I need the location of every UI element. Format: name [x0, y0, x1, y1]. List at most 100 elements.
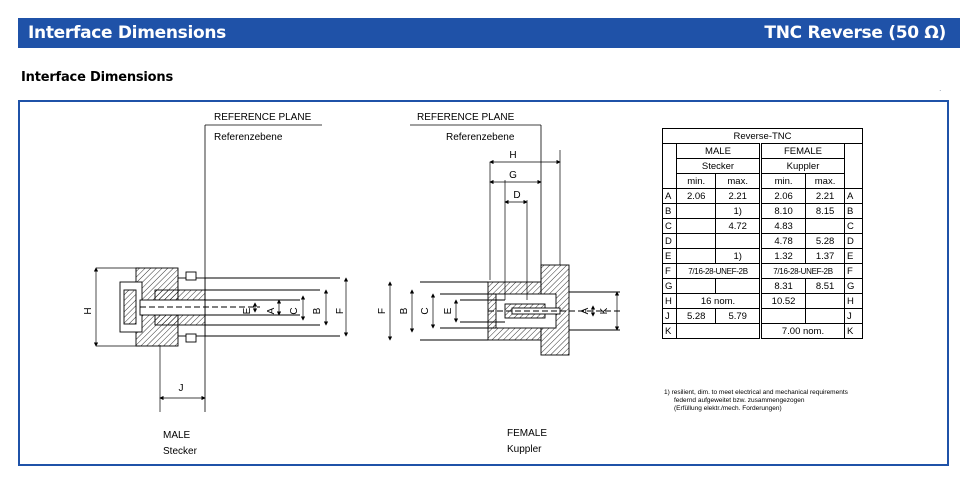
female-dim-f: F — [377, 308, 388, 314]
table-cell: E — [662, 248, 677, 264]
table-gender-sub-row: Stecker Kuppler — [663, 158, 863, 174]
table-cell: D — [662, 233, 677, 249]
table-cell: 2.06 — [759, 188, 807, 204]
table-cell: H — [844, 293, 863, 309]
table-max-label: max. — [805, 173, 845, 189]
table-cell: J — [844, 308, 863, 324]
table-cell: 1.32 — [759, 248, 807, 264]
dimensions-table: Reverse-TNC MALE FEMALE Stecker Kuppler … — [662, 128, 863, 339]
table-cell: H — [662, 293, 677, 309]
male-reference-plane-label: REFERENCE PLANE — [214, 112, 312, 123]
footnote-line-3: (Erfüllung elektr./mech. Forderungen) — [674, 405, 782, 412]
footnote-line-1: 1) resilient, dim. to meet electrical an… — [664, 389, 848, 396]
reference-plane-lines — [204, 124, 542, 412]
table-cell: K — [844, 323, 863, 339]
male-dimension-lines — [93, 267, 349, 412]
table-cell: J — [662, 308, 677, 324]
table-cell: 4.83 — [759, 218, 807, 234]
table-min-label: min. — [675, 173, 717, 189]
table-cell: 16 nom. — [676, 293, 762, 309]
male-dim-h: H — [83, 307, 94, 314]
table-cell: C — [844, 218, 863, 234]
table-cell — [675, 218, 717, 234]
table-cell: 7/16-28-UNEF-2B — [759, 263, 846, 279]
drawing-frame — [18, 100, 949, 466]
table-cell — [676, 323, 762, 339]
table-cell: 8.51 — [805, 278, 845, 294]
female-dim-c: C — [420, 307, 431, 314]
corner-mark: . — [939, 83, 942, 93]
table-minmax-row: min. max. min. max. — [663, 173, 863, 189]
table-cell: A — [662, 188, 677, 204]
table-male-sub: Stecker — [676, 158, 762, 174]
table-cell: 2.06 — [675, 188, 717, 204]
table-cell: C — [662, 218, 677, 234]
section-title: Interface Dimensions — [21, 70, 173, 85]
table-cell: 7.00 nom. — [759, 323, 846, 339]
male-connector-drawing — [119, 267, 340, 347]
table-cell — [805, 218, 845, 234]
female-connector-drawing — [420, 264, 620, 356]
table-cell: 5.28 — [675, 308, 717, 324]
table-cell: G — [662, 278, 677, 294]
female-dim-h: H — [509, 150, 516, 161]
table-title-row: Reverse-TNC — [662, 128, 863, 144]
table-cell: 4.72 — [715, 218, 762, 234]
table-cell: 1) — [715, 248, 762, 264]
female-dim-k: K — [599, 307, 610, 314]
table-cell: E — [844, 248, 863, 264]
male-caption: MALE — [163, 430, 191, 441]
table-cell: 1) — [715, 203, 762, 219]
table-cell: 5.28 — [805, 233, 845, 249]
header-bar: Interface Dimensions TNC Reverse (50 Ω) — [18, 18, 960, 48]
table-max-label: max. — [715, 173, 762, 189]
table-cell: G — [844, 278, 863, 294]
table-cell — [675, 248, 717, 264]
footnote-line-2: federnd aufgeweitet bzw. zusammengezogen — [674, 397, 805, 404]
table-female-label: FEMALE — [759, 143, 846, 159]
table-cell: F — [844, 263, 863, 279]
table-cell: A — [844, 188, 863, 204]
female-dim-e: E — [443, 307, 454, 314]
female-subcaption: Kuppler — [507, 444, 542, 455]
table-min-label: min. — [759, 173, 807, 189]
table-cell — [675, 278, 717, 294]
table-cell — [715, 233, 762, 249]
table-female-sub: Kuppler — [759, 158, 846, 174]
female-dim-b: B — [399, 307, 410, 314]
table-cell: B — [662, 203, 677, 219]
male-subcaption: Stecker — [163, 446, 197, 457]
table-cell: 2.21 — [805, 188, 845, 204]
female-dimension-lines — [387, 150, 620, 341]
male-dim-c: C — [289, 307, 300, 314]
footnote: 1) resilient, dim. to meet electrical an… — [664, 389, 924, 413]
table-cell: 5.79 — [715, 308, 762, 324]
female-reference-plane-label: REFERENCE PLANE — [417, 112, 515, 123]
female-caption: FEMALE — [507, 428, 548, 439]
female-dim-a: A — [580, 307, 591, 314]
male-reference-plane-sublabel: Referenzebene — [214, 132, 283, 143]
table-cell — [675, 203, 717, 219]
table-cell: K — [662, 323, 677, 339]
table-cell — [805, 308, 845, 324]
header-title: Interface Dimensions — [28, 23, 226, 43]
table-cell: 8.10 — [759, 203, 807, 219]
male-dim-b: B — [312, 307, 323, 314]
table-gender-row: MALE FEMALE — [662, 143, 863, 189]
table-male-label: MALE — [676, 143, 762, 159]
female-dim-d: D — [513, 190, 520, 201]
header-product: TNC Reverse (50 Ω) — [764, 23, 946, 43]
table-cell: 1.37 — [805, 248, 845, 264]
table-cell: 8.15 — [805, 203, 845, 219]
female-dim-g: G — [509, 170, 517, 181]
